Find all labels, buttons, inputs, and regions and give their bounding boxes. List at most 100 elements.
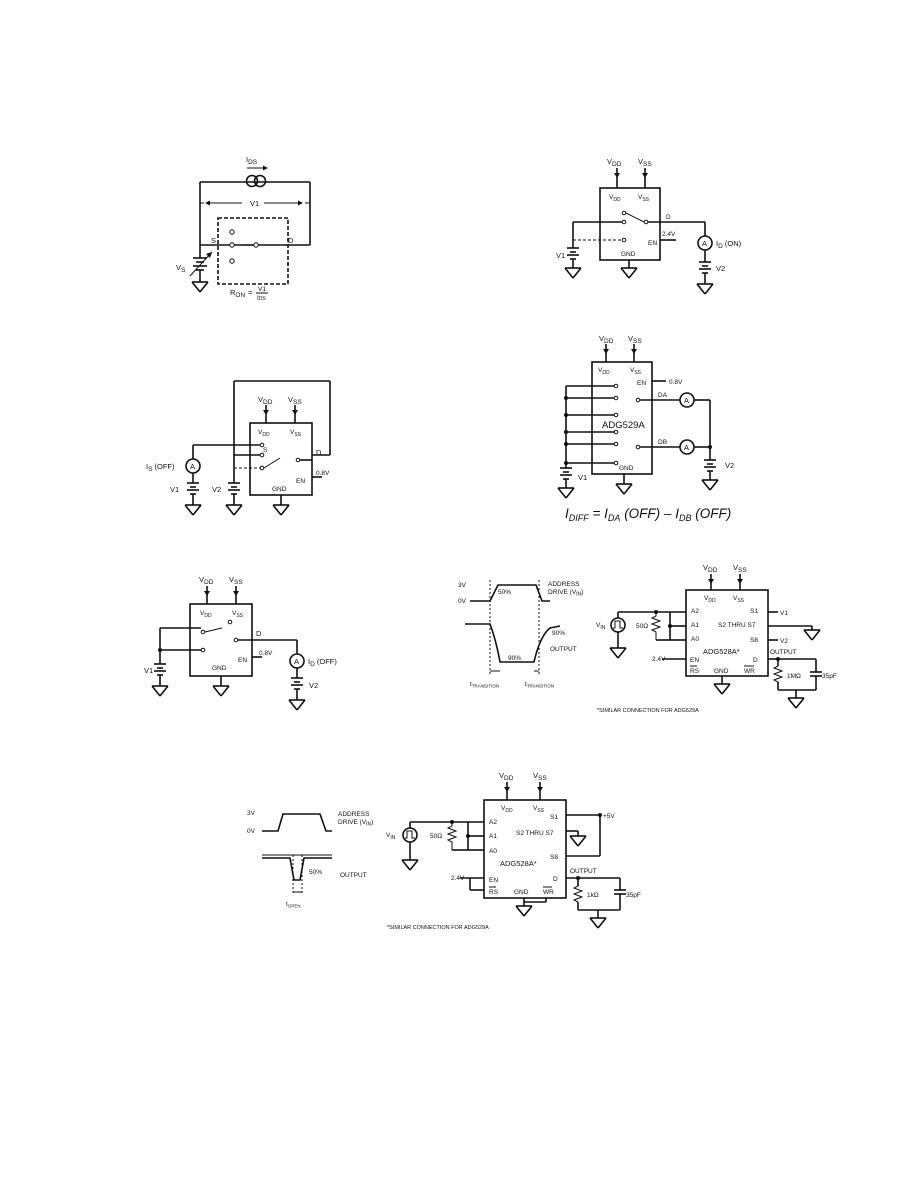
svg-text:EN: EN <box>637 380 646 387</box>
ron-formula: RON= V1 IDS <box>230 286 268 302</box>
switch-chip <box>249 422 313 496</box>
svg-text:2.4V: 2.4V <box>451 875 465 882</box>
svg-text:A1: A1 <box>691 622 699 629</box>
svg-text:2.4V: 2.4V <box>652 656 666 663</box>
svg-text:V1: V1 <box>780 610 788 617</box>
svg-text:S8: S8 <box>750 637 758 644</box>
svg-text:VSS: VSS <box>733 563 747 574</box>
chip-name: ADG529A <box>602 420 645 431</box>
svg-text:A0: A0 <box>489 848 497 855</box>
svg-text:DA: DA <box>658 392 668 399</box>
fig-ttransition-circuit: VDD VSS VDD VSS A2 A1 A0 S1 S2 THRU S7 S… <box>596 563 837 714</box>
footnote: *SIMILAR CONNECTION FOR ADG529A <box>597 708 699 714</box>
svg-text:ADDRESS: ADDRESS <box>548 581 580 588</box>
svg-text:VDD: VDD <box>598 367 610 376</box>
switch-box <box>217 217 289 285</box>
svg-text:GND: GND <box>619 465 634 472</box>
adg528a-chip <box>483 799 567 899</box>
svg-text:50Ω: 50Ω <box>636 623 648 630</box>
svg-text:V2: V2 <box>725 461 734 470</box>
svg-text:VDD: VDD <box>200 610 212 619</box>
svg-text:EN: EN <box>238 657 247 664</box>
svg-text:IDS: IDS <box>257 295 266 302</box>
svg-text:D: D <box>316 448 322 457</box>
svg-text:S2 THRU S7: S2 THRU S7 <box>718 622 756 629</box>
id-off-label: ID (OFF) <box>308 657 337 668</box>
svg-text:VSS: VSS <box>533 805 545 814</box>
svg-text:GND: GND <box>212 665 227 672</box>
svg-text:VSS: VSS <box>288 395 302 406</box>
fig-idiff-circuit: VDD VSS VDD VSS EN 0.8V ADG529A DA A <box>557 334 734 523</box>
fig-topen-circuit: VDD VSS VDD VSS A2 A1 A0 S1 S2 THRU S7 S… <box>386 771 641 931</box>
svg-text:DRIVE (VIN): DRIVE (VIN) <box>338 819 373 828</box>
svg-text:90%: 90% <box>552 630 565 637</box>
vss-pin-label: VSS <box>638 157 652 168</box>
fig-ttransition-waveform: 3V 0V 50% ADDRESS DRIVE (VIN) 90% 90% OU… <box>458 580 583 689</box>
svg-text:RON=: RON= <box>230 288 253 299</box>
svg-text:V2: V2 <box>212 485 221 494</box>
svg-text:D: D <box>256 629 262 638</box>
pulse-generator-icon <box>610 617 626 633</box>
svg-text:0.8V: 0.8V <box>259 650 273 657</box>
svg-text:A: A <box>684 443 689 452</box>
svg-text:WR: WR <box>744 668 755 675</box>
current-source-icon <box>245 174 267 188</box>
svg-text:V1: V1 <box>578 473 587 482</box>
svg-text:OUTPUT: OUTPUT <box>550 646 577 653</box>
svg-text:0V: 0V <box>247 828 256 835</box>
svg-text:VSS: VSS <box>290 429 302 438</box>
svg-text:35pF: 35pF <box>626 892 641 899</box>
svg-text:VSS: VSS <box>628 334 642 345</box>
svg-text:VSS: VSS <box>733 595 745 604</box>
svg-text:1kΩ: 1kΩ <box>587 892 599 899</box>
vs-label: VS <box>176 263 186 274</box>
svg-text:OUTPUT: OUTPUT <box>770 649 797 656</box>
svg-text:2.4V: 2.4V <box>662 231 676 238</box>
svg-text:S1: S1 <box>550 814 558 821</box>
svg-text:V2: V2 <box>309 681 318 690</box>
svg-text:VSS: VSS <box>232 610 244 619</box>
svg-text:+5V: +5V <box>603 813 615 820</box>
ground-icon <box>191 281 209 293</box>
svg-text:VSS: VSS <box>638 194 650 203</box>
chip-name: ADG528A* <box>500 859 537 868</box>
svg-text:VDD: VDD <box>704 595 716 604</box>
fig-ron-circuit: IDS V1 S D VS RON= V <box>176 155 311 302</box>
svg-text:A: A <box>702 239 707 248</box>
d-label: D <box>288 236 294 245</box>
svg-text:VDD: VDD <box>258 429 270 438</box>
svg-text:V1: V1 <box>258 286 266 293</box>
svg-text:EN: EN <box>489 877 498 884</box>
s-label: S <box>211 236 216 245</box>
svg-text:ADDRESS: ADDRESS <box>338 811 370 818</box>
svg-text:A1: A1 <box>489 833 497 840</box>
svg-text:VIN: VIN <box>596 622 606 631</box>
chip-name: ADG528A* <box>703 647 740 656</box>
idiff-formula: IDIFF = IDA (OFF) – IDB (OFF) <box>565 506 731 523</box>
svg-text:DB: DB <box>658 439 667 446</box>
svg-text:EN: EN <box>648 240 657 247</box>
svg-text:D: D <box>553 876 558 883</box>
svg-text:A0: A0 <box>691 636 699 643</box>
svg-text:GND: GND <box>714 668 729 675</box>
svg-text:V1: V1 <box>170 485 179 494</box>
svg-text:GND: GND <box>514 889 529 896</box>
switch-chip <box>599 187 661 261</box>
svg-text:V2: V2 <box>716 264 725 273</box>
svg-text:90%: 90% <box>508 655 521 662</box>
svg-text:50%: 50% <box>309 869 322 876</box>
svg-text:0V: 0V <box>458 598 467 605</box>
svg-text:3V: 3V <box>247 810 256 817</box>
is-off-label: IS (OFF) <box>146 462 175 473</box>
svg-text:A2: A2 <box>489 819 497 826</box>
svg-text:tTRANSITION: tTRANSITION <box>470 681 499 689</box>
adg528a-chip <box>685 589 769 677</box>
pulse-generator-icon <box>402 827 418 843</box>
svg-text:EN: EN <box>296 478 305 485</box>
adg529a-chip <box>591 361 653 475</box>
svg-text:RS: RS <box>690 668 700 675</box>
vdd-pin-label: VDD <box>607 157 622 168</box>
svg-text:V1: V1 <box>556 251 565 260</box>
